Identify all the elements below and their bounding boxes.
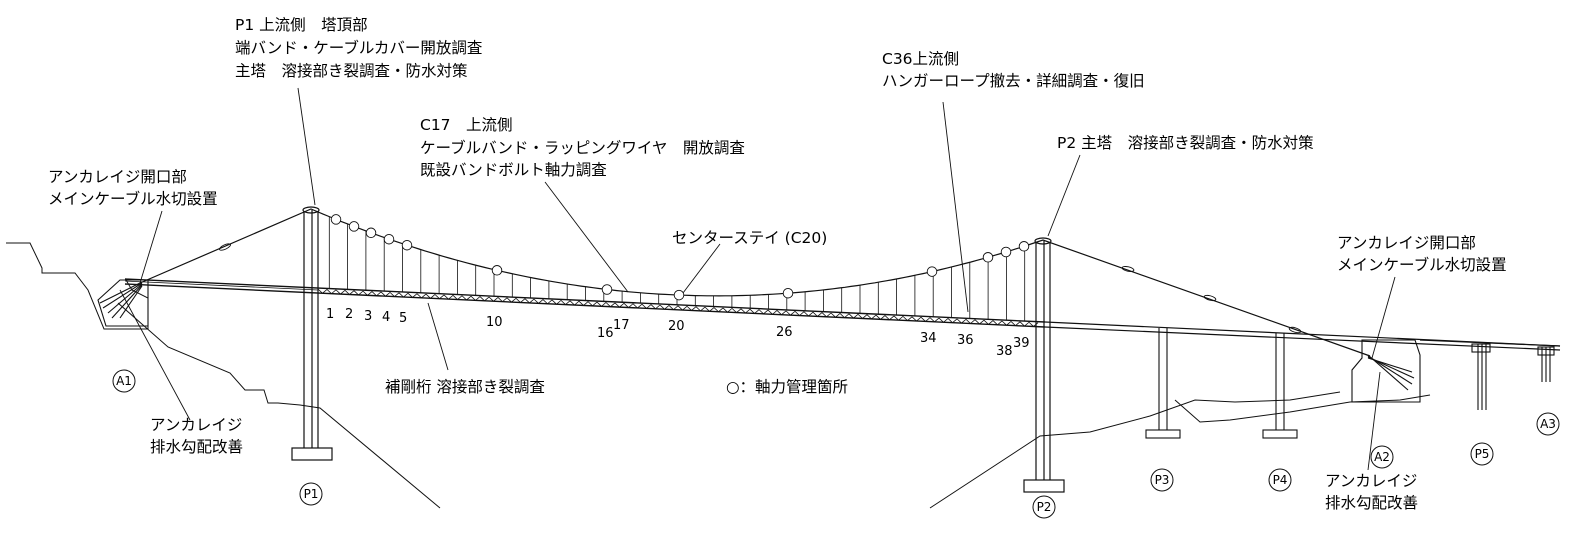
terrain-left (6, 242, 441, 509)
approach-girder (1044, 321, 1561, 351)
svg-text:センターステイ (C20): センターステイ (C20) (672, 229, 827, 247)
hanger-number: 3 (364, 309, 372, 324)
svg-text:P2: P2 (1037, 500, 1052, 514)
svg-text:P2 主塔 溶接部き裂調査・防水対策: P2 主塔 溶接部き裂調査・防水対策 (1057, 134, 1314, 152)
annotation-girder: 補剛桁 溶接部き裂調査 (385, 378, 545, 396)
svg-text:アンカレイジ: アンカレイジ (150, 416, 242, 434)
annotation-anchor-open-right: アンカレイジ開口部 メインケーブル水切設置 (1337, 234, 1507, 274)
support-p4: P4 (1268, 468, 1292, 492)
hanger-number: 26 (776, 325, 793, 340)
tower-p1 (291, 206, 333, 461)
annotation-center-stay: センターステイ (C20) (672, 229, 827, 247)
svg-text:A3: A3 (1540, 417, 1556, 431)
annotation-anchor-drain-right: アンカレイジ 排水勾配改善 (1325, 472, 1418, 512)
support-labels: A1 P1 P2 P3 P4 A2 P5 A3 (112, 369, 1560, 519)
hanger-number: 38 (996, 344, 1013, 359)
stiffening-girder (124, 278, 1046, 328)
svg-text:既設バンドボルト軸力調査: 既設バンドボルト軸力調査 (420, 161, 607, 179)
anchorage-a1 (97, 279, 149, 327)
hanger-number: 39 (1013, 336, 1030, 351)
support-p5: P5 (1470, 442, 1494, 466)
annotation-c17: C17 上流側 ケーブルバンド・ラッピングワイヤ 開放調査 既設バンドボルト軸力… (420, 116, 745, 179)
svg-text:ケーブルバンド・ラッピングワイヤ 開放調査: ケーブルバンド・ラッピングワイヤ 開放調査 (420, 138, 745, 157)
hanger-number: 17 (613, 318, 630, 333)
svg-text:排水勾配改善: 排水勾配改善 (1325, 494, 1418, 512)
pier-a3 (1537, 346, 1555, 382)
anchorage-a2 (1351, 339, 1421, 403)
svg-text:補剛桁 溶接部き裂調査: 補剛桁 溶接部き裂調査 (385, 378, 545, 396)
support-p3: P3 (1150, 468, 1174, 492)
pier-p4 (1262, 333, 1298, 439)
support-a3: A3 (1536, 412, 1560, 436)
hangers (328, 216, 1026, 322)
svg-text:P3: P3 (1155, 473, 1170, 487)
annotation-axial-legend: ○：軸力管理箇所 (726, 378, 848, 396)
support-p1: P1 (299, 482, 323, 506)
annotation-anchor-drain-left: アンカレイジ 排水勾配改善 (150, 416, 243, 456)
hanger-number: 10 (486, 315, 503, 330)
svg-text:排水勾配改善: 排水勾配改善 (150, 438, 243, 456)
pier-p5 (1471, 343, 1491, 410)
svg-text:P5: P5 (1475, 447, 1490, 461)
svg-text:A1: A1 (116, 374, 132, 388)
svg-text:アンカレイジ開口部: アンカレイジ開口部 (48, 168, 187, 186)
svg-text:端バンド・ケーブルカバー開放調査: 端バンド・ケーブルカバー開放調査 (235, 38, 482, 57)
hanger-number: 36 (957, 333, 974, 348)
svg-text:主塔 溶接部き裂調査・防水対策: 主塔 溶接部き裂調査・防水対策 (235, 62, 468, 80)
hanger-numbers: 1 2 3 4 5 10 16 17 20 26 34 36 38 39 (326, 307, 1030, 359)
svg-text:P1: P1 (304, 487, 319, 501)
hanger-number: 4 (382, 310, 390, 325)
tower-p2 (1023, 237, 1065, 493)
support-a1: A1 (112, 369, 136, 393)
hanger-number: 2 (345, 307, 353, 322)
leader-lines (119, 87, 1396, 471)
pier-p3 (1145, 328, 1181, 439)
axial-markers (330, 214, 1030, 301)
svg-text:○：軸力管理箇所: ○：軸力管理箇所 (726, 378, 848, 396)
annotation-p2-tower: P2 主塔 溶接部き裂調査・防水対策 (1057, 134, 1314, 152)
hanger-number: 1 (326, 307, 334, 322)
svg-text:C36上流側: C36上流側 (882, 50, 959, 68)
svg-text:アンカレイジ開口部: アンカレイジ開口部 (1337, 234, 1476, 252)
svg-text:A2: A2 (1374, 450, 1390, 464)
svg-text:アンカレイジ: アンカレイジ (1325, 472, 1417, 490)
support-p2: P2 (1032, 495, 1056, 519)
annotation-anchor-open-left: アンカレイジ開口部 メインケーブル水切設置 (48, 168, 218, 208)
annotation-c36: C36上流側 ハンガーロープ撤去・詳細調査・復旧 (882, 50, 1145, 90)
hanger-number: 16 (597, 326, 614, 341)
svg-text:ハンガーロープ撤去・詳細調査・復旧: ハンガーロープ撤去・詳細調査・復旧 (882, 72, 1145, 90)
hanger-number: 5 (399, 311, 407, 326)
svg-text:P1 上流側 塔頂部: P1 上流側 塔頂部 (235, 16, 368, 34)
svg-text:メインケーブル水切設置: メインケーブル水切設置 (1337, 255, 1507, 274)
cable-bands (219, 243, 1302, 334)
hanger-number: 34 (920, 331, 937, 346)
svg-text:C17 上流側: C17 上流側 (420, 116, 513, 134)
annotation-p1-tower-top: P1 上流側 塔頂部 端バンド・ケーブルカバー開放調査 主塔 溶接部き裂調査・防… (235, 16, 482, 80)
support-a2: A2 (1370, 445, 1394, 469)
svg-text:メインケーブル水切設置: メインケーブル水切設置 (48, 189, 218, 208)
hanger-number: 20 (668, 319, 685, 334)
terrain-right (929, 391, 1431, 509)
svg-text:P4: P4 (1273, 473, 1288, 487)
